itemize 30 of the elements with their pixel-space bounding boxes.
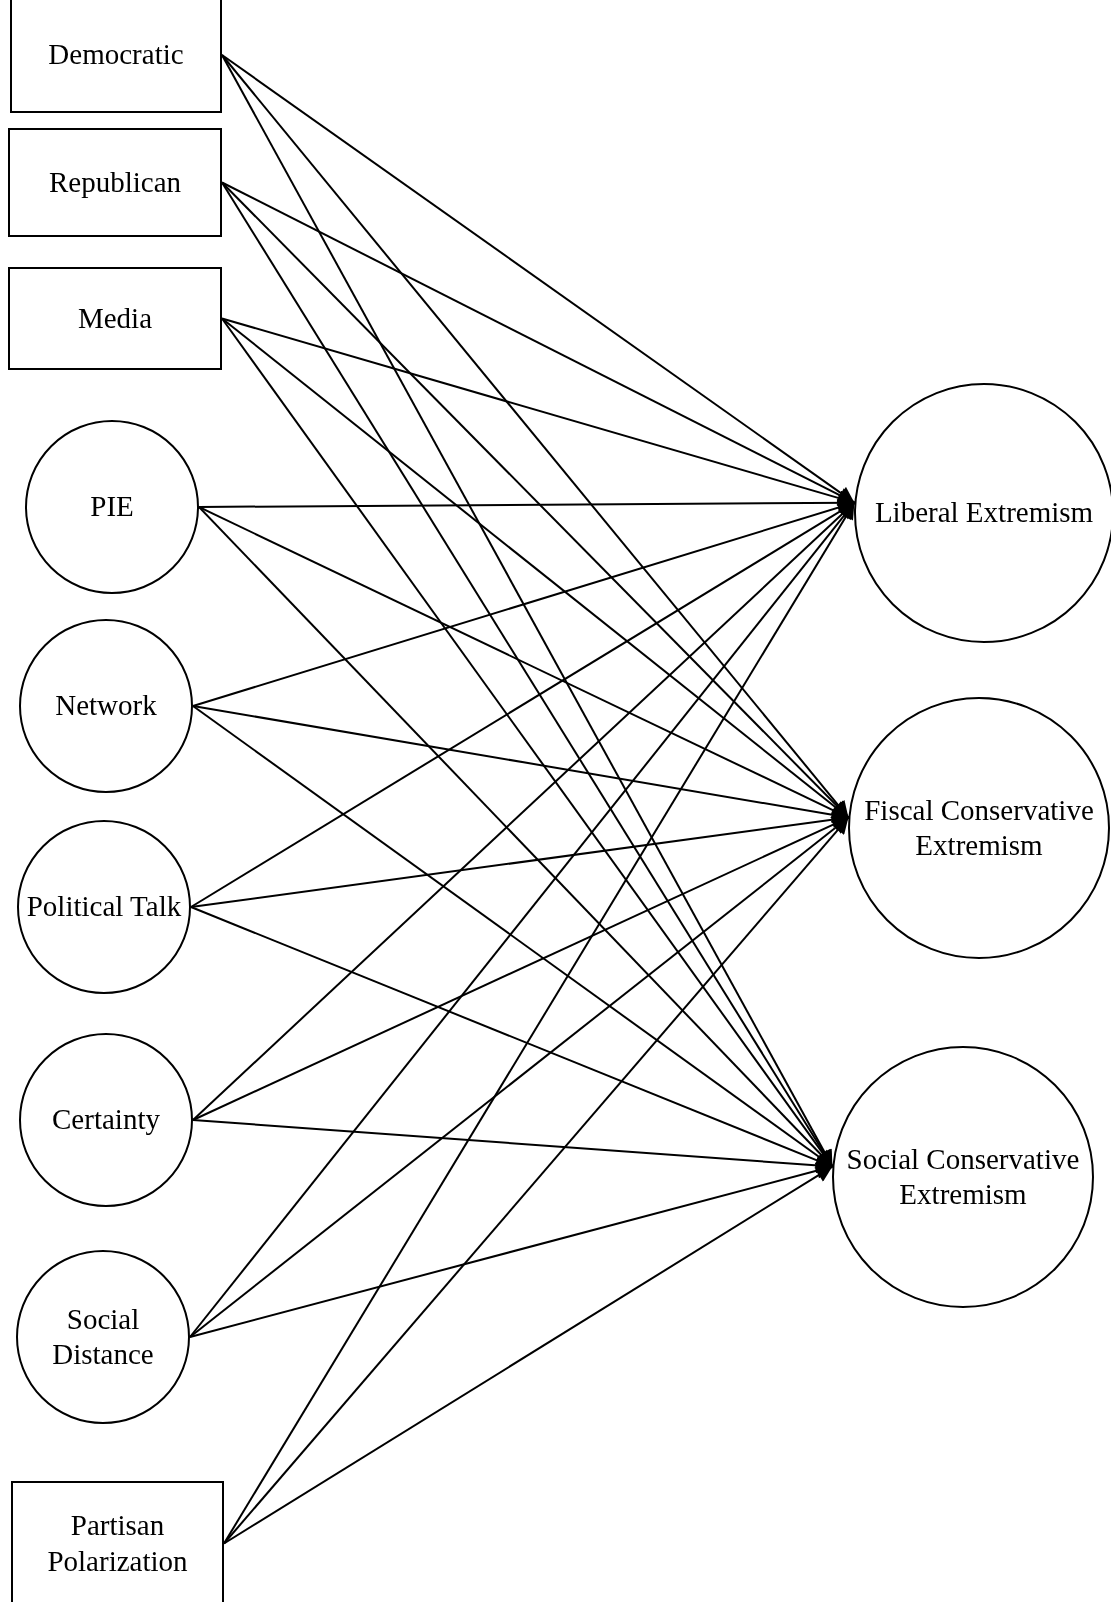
construct-circle <box>16 1250 190 1424</box>
node-label: Partisan Polarization <box>46 1508 189 1579</box>
node-label: Network <box>54 688 158 724</box>
construct-circle <box>19 1033 193 1207</box>
construct-circle <box>854 383 1111 643</box>
variable-box <box>8 128 222 237</box>
variable-box <box>10 0 222 113</box>
node-label: Liberal Extremism <box>873 495 1095 531</box>
construct-circle <box>19 619 193 793</box>
arrow <box>221 181 856 504</box>
node-label: Republican <box>47 164 183 200</box>
node-label: Media <box>76 300 154 336</box>
node-label: Social Distance <box>51 1301 155 1372</box>
construct-circle <box>832 1046 1094 1308</box>
node-label: Social Conservative Extremism <box>845 1141 1081 1212</box>
construct-circle <box>17 820 191 994</box>
arrow <box>223 1165 834 1545</box>
construct-circle <box>848 697 1110 959</box>
node-label: PIE <box>89 489 135 525</box>
node-label: Fiscal Conservative Extremism <box>863 792 1095 863</box>
arrow <box>189 1162 834 1338</box>
variable-box <box>11 1481 224 1602</box>
arrow <box>223 816 850 1545</box>
variable-box <box>8 267 222 370</box>
node-label: Political Talk <box>25 889 183 925</box>
arrow <box>189 501 856 1338</box>
construct-circle <box>25 420 199 594</box>
node-label: Certainty <box>51 1102 161 1138</box>
arrow <box>221 181 850 819</box>
node-label: Democratic <box>47 37 185 73</box>
